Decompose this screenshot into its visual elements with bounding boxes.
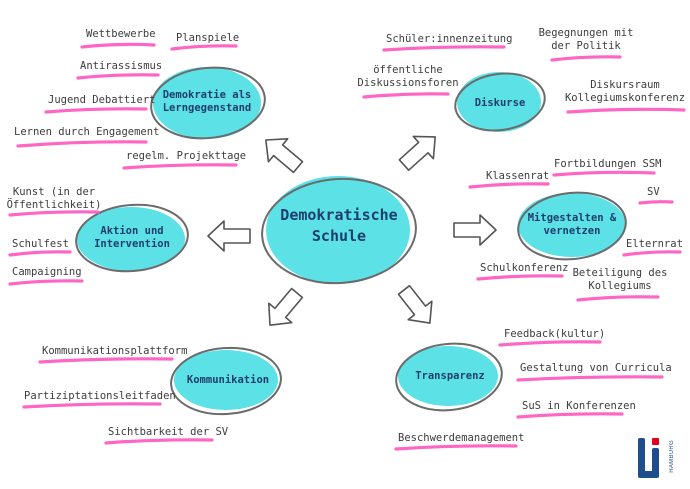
node-mitgestalten-line1: Mitgestalten & [527,212,617,224]
underline-lernen [16,140,148,148]
underline-jugend [44,107,148,114]
node-mitgestalten: Mitgestalten & vernetzen [518,212,626,238]
uhh-logo [638,438,659,478]
label-begegnungen: Begegnungen mit der Politik [536,27,636,53]
label-begegnungen-line2: der Politik [551,40,621,52]
label-beschwerdemanagement: Beschwerdemanagement [398,432,525,444]
underline-kunst [8,210,100,217]
underline-sichtbarkeit [104,438,214,445]
arrow-to-demokratie [265,137,304,174]
demokratie-bubble [150,66,266,140]
underline-begegnungen [550,55,622,62]
label-beteiligung-line2: Kollegiums [588,280,652,292]
label-fortbildungen: Fortbildungen SSM [554,158,662,170]
label-campaigning: Campaigning [12,266,82,278]
label-beteiligung: Beteiligung des Kollegiums [568,267,672,293]
label-kunst-line1: Kunst (in der [12,186,96,198]
underline-schulfest [8,250,72,257]
label-schulfest: Schulfest [12,238,69,250]
underline-partizipationsleitfaden [22,402,162,409]
underline-kommunikationsplattform [38,357,174,364]
node-demokratie: Demokratie als Lerngegenstand [152,89,262,115]
label-kunst-line2: Öffentlichkeit) [6,199,102,211]
underline-diskussionsforen [362,92,450,99]
center-title-line1: Demokratische [280,206,398,224]
node-mitgestalten-line2: vernetzen [543,225,601,237]
label-antirassismus: Antirassismus [80,60,163,72]
label-planspiele: Planspiele [176,32,240,44]
label-kunst: Kunst (in der Öffentlichkeit) [4,186,104,212]
underline-campaigning [8,279,84,286]
underline-schuelerzeitung [382,45,506,52]
center-title: Demokratische Schule [266,205,412,247]
arrow-to-kommunikation [267,287,304,326]
node-diskurse: Diskurse [474,97,526,109]
underline-fortbildungen [552,170,656,177]
node-demokratie-line1: Demokratie als [162,89,252,101]
underline-elternrat [622,250,682,257]
mitgestalten-bubble [517,191,627,261]
node-aktion-line2: Intervention [94,238,170,250]
diskurse-bubble [454,72,546,132]
transparenz-bubble [395,342,503,412]
label-diskussionsforen-line1: öffentliche [373,64,443,76]
underline-antirassismus [76,73,160,80]
label-diskursraum-line2: Kollegiumskonferenz [564,92,686,104]
node-kommunikation: Kommunikation [186,374,270,386]
label-sichtbarkeit: Sichtbarkeit der SV [108,426,229,438]
label-kommunikationsplattform: Kommunikationsplattform [42,345,188,357]
arrow-to-transparenz [397,284,433,324]
node-demokratie-line2: Lerngegenstand [162,102,252,114]
underline-diskursraum [566,107,686,114]
logo-text: HAMBURG [669,440,675,473]
arrow-to-aktion [207,220,251,252]
underline-feedback [498,340,602,347]
label-projekttage: regelm. Projekttage [126,150,247,162]
label-begegnungen-line1: Begegnungen mit [538,27,634,39]
arrow-to-mitgestalten [453,214,497,246]
underline-schulkonferenz [476,274,564,281]
label-sv: SV [647,186,660,198]
label-sus-konferenzen: SuS in Konferenzen [522,400,636,412]
label-diskussionsforen-line2: Diskussionsforen [357,77,459,89]
label-curricula: Gestaltung von Curricula [520,362,672,374]
label-beteiligung-line1: Beteiligung des [572,267,668,279]
underline-beteiligung [576,295,660,302]
label-diskussionsforen: öffentliche Diskussionsforen [356,64,460,90]
label-diskursraum-line1: Diskursraum [590,79,660,91]
label-wettbewerbe: Wettbewerbe [86,28,156,40]
center-bubble [261,176,417,285]
kommunikation-bubble [170,346,282,416]
underline-klassenrat [468,182,550,189]
node-aktion-line1: Aktion und [100,225,164,237]
underline-beschwerde [394,444,518,451]
underline-curricula [516,375,664,382]
label-lernen-engagement: Lernen durch Engagement [14,126,160,138]
node-transparenz: Transparenz [415,370,485,382]
label-klassenrat: Klassenrat [486,170,550,182]
label-partizipationsleitfaden: Partiziptationsleitfaden [24,390,176,402]
underline-wettbewerbe [80,42,156,49]
underline-planspiele [170,44,238,51]
center-title-line2: Schule [311,227,367,245]
label-schulkonferenz: Schulkonferenz [480,262,569,274]
node-aktion: Aktion und Intervention [80,225,184,251]
label-diskursraum: Diskursraum Kollegiumskonferenz [562,79,688,105]
arrow-to-diskurse [398,135,437,172]
underline-projekttage [122,163,238,170]
label-elternrat: Elternrat [626,238,683,250]
underline-sv [638,200,674,205]
label-jugend-debattiert: Jugend Debattiert [48,94,156,106]
aktion-bubble [75,203,189,273]
label-schuelerzeitung: Schüler:innenzeitung [386,33,513,45]
underline-sus [516,412,624,419]
label-feedback: Feedback(kultur) [504,328,606,340]
